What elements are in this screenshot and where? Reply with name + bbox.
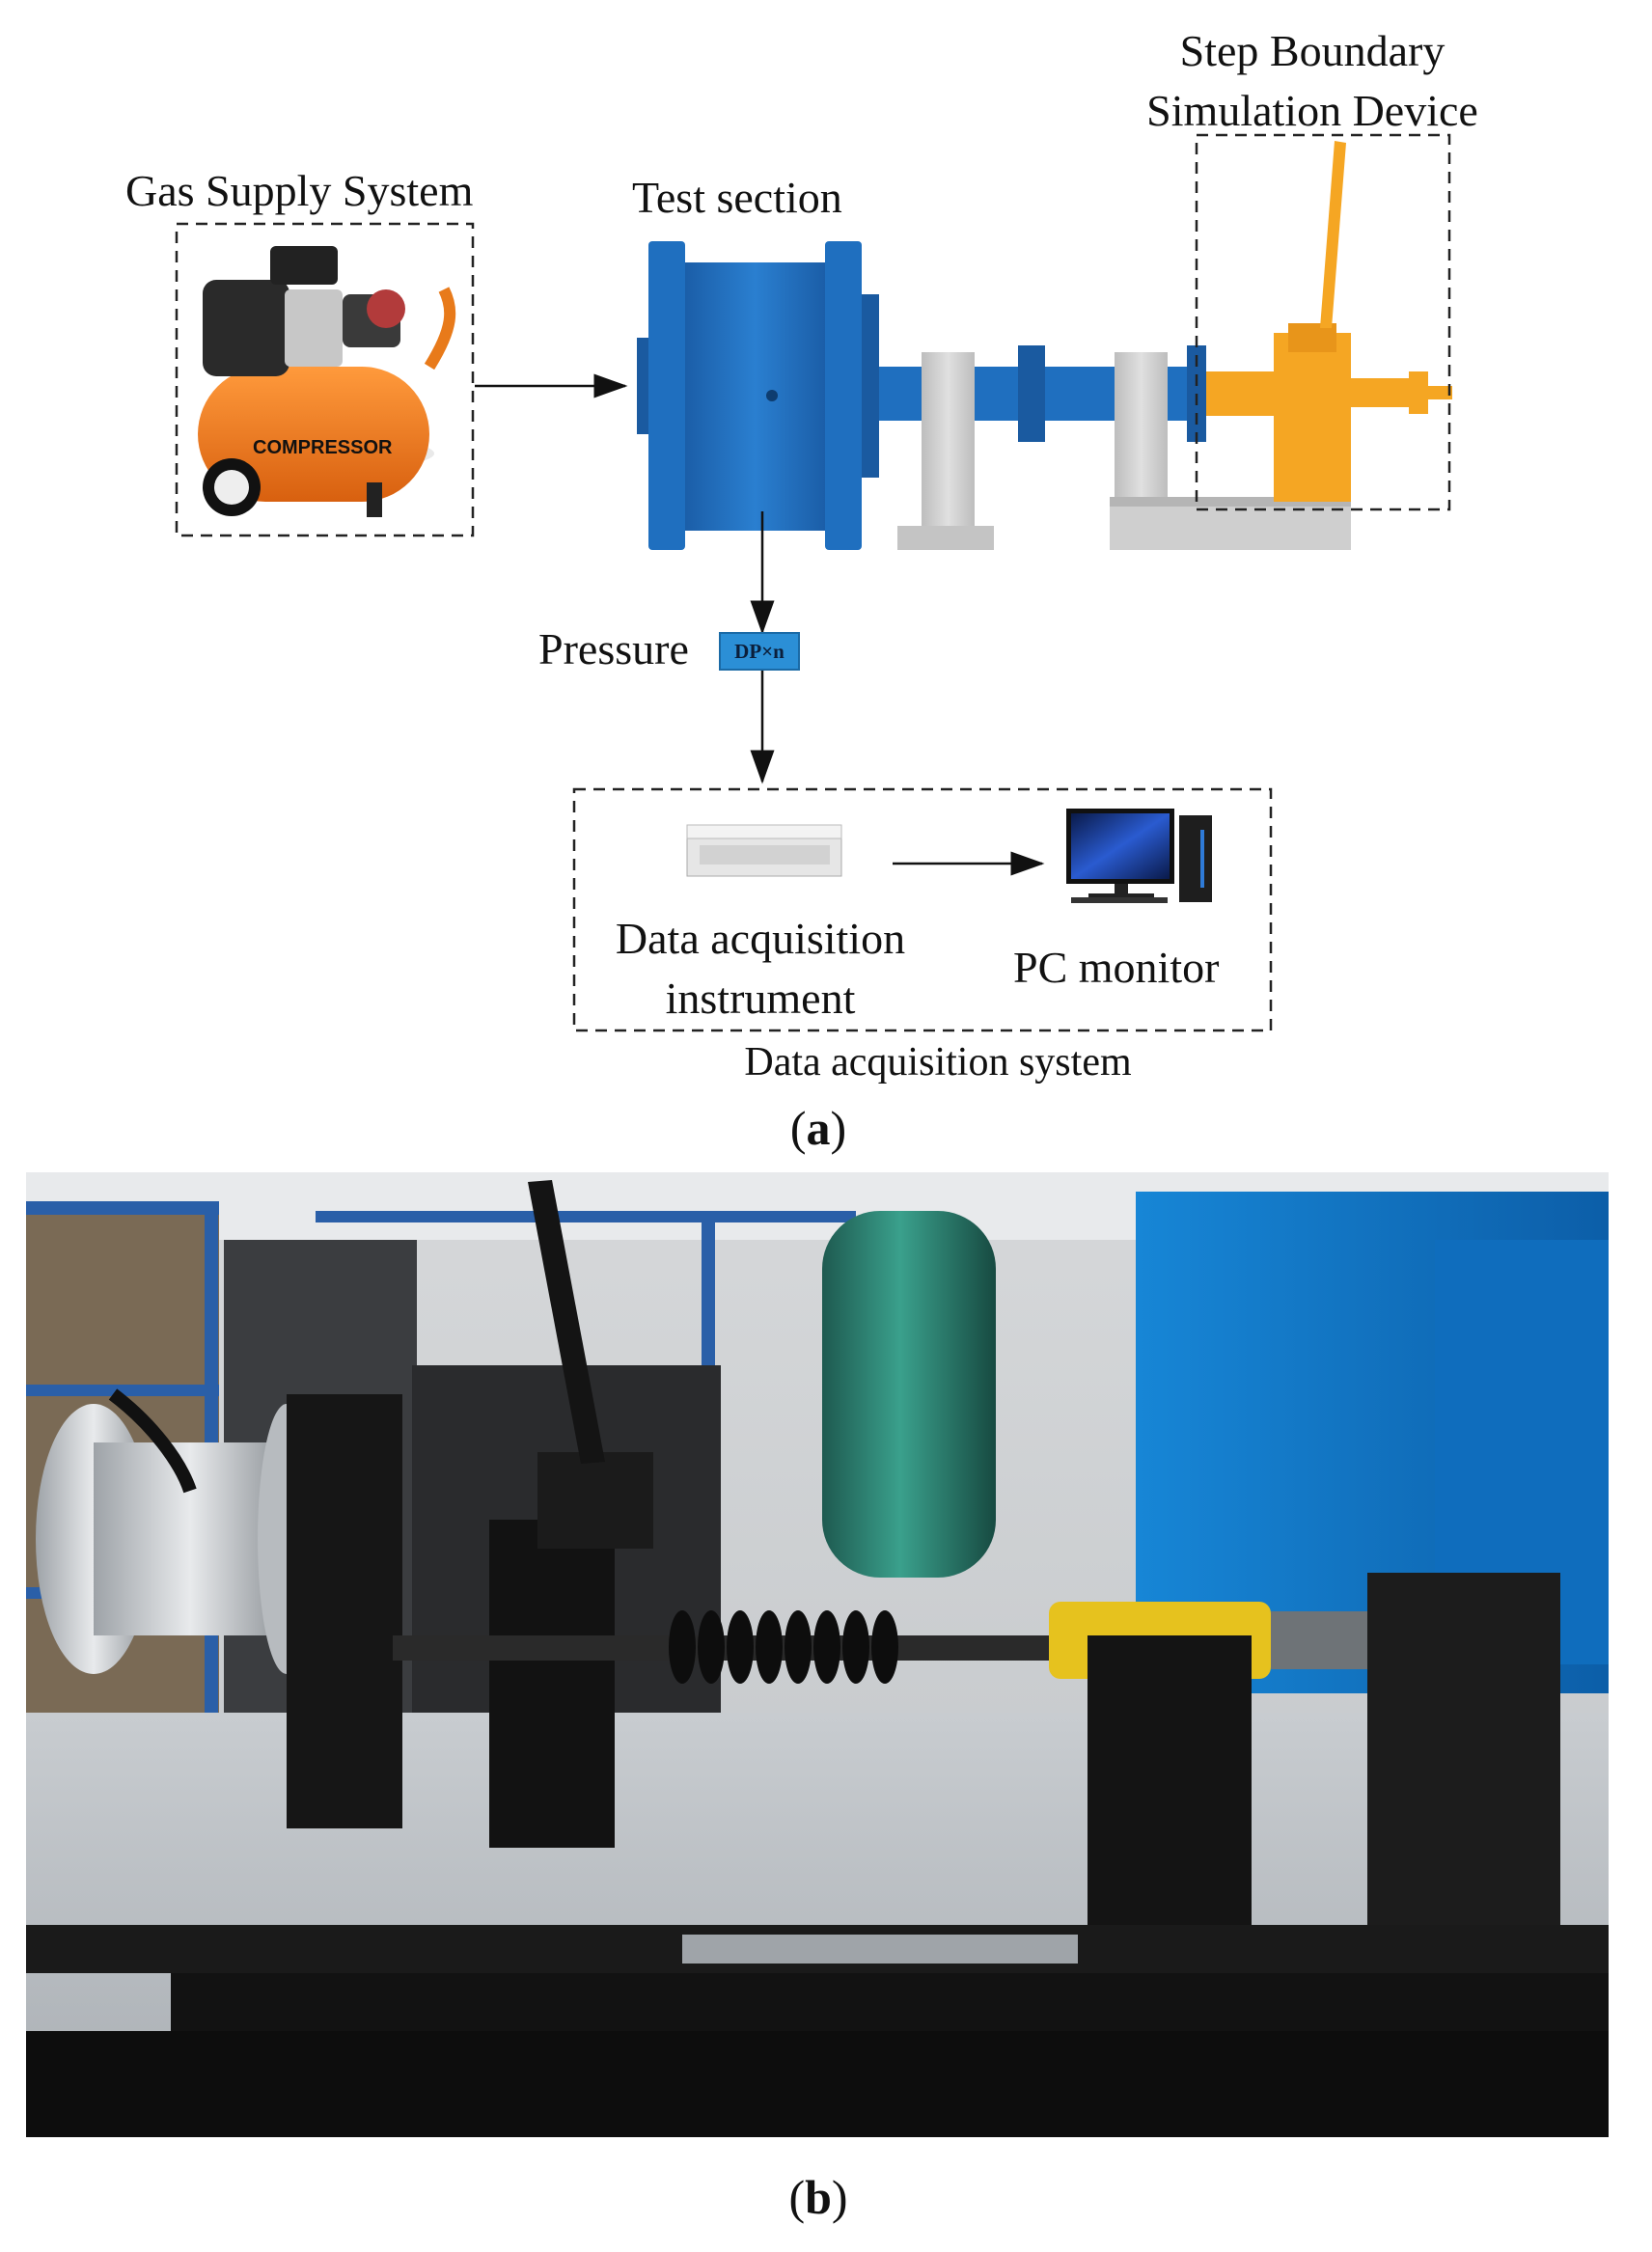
label-test-section: Test section bbox=[632, 173, 842, 222]
test-section-vessel bbox=[637, 241, 1206, 550]
label-daq-system: Data acquisition system bbox=[744, 1040, 1132, 1085]
label-pc-monitor: PC monitor bbox=[1013, 943, 1220, 992]
step-boundary-box bbox=[1195, 133, 1451, 511]
daq-instrument-icon bbox=[686, 824, 842, 877]
caption-b: (b) bbox=[788, 2170, 848, 2224]
compressor-brand: COMPRESSOR bbox=[253, 437, 393, 458]
shaft-supports bbox=[897, 352, 1351, 550]
label-step-boundary-line1: Step Boundary bbox=[1179, 26, 1446, 75]
panel-b-photo bbox=[26, 1172, 1609, 2137]
label-daq-instrument-line2: instrument bbox=[665, 974, 856, 1023]
pressure-sensor-dp: DP×n bbox=[719, 632, 800, 671]
step-boundary-device bbox=[1206, 141, 1452, 502]
gas-supply-box bbox=[175, 222, 475, 537]
panel-a-schematic: COMPRESSOR bbox=[125, 26, 1478, 1156]
label-step-boundary-line2: Simulation Device bbox=[1146, 86, 1478, 135]
rig-photograph bbox=[26, 1172, 1609, 2137]
caption-a: (a) bbox=[789, 1101, 847, 1155]
pc-monitor-icon bbox=[1066, 809, 1212, 903]
schematic-diagram: COMPRESSOR bbox=[175, 133, 1452, 1032]
label-daq-instrument-line1: Data acquisition bbox=[615, 914, 906, 963]
label-gas-supply-system: Gas Supply System bbox=[125, 166, 474, 215]
label-pressure: Pressure bbox=[538, 624, 689, 673]
daq-system-box bbox=[572, 787, 1273, 1032]
compressor-icon: COMPRESSOR bbox=[198, 246, 456, 517]
